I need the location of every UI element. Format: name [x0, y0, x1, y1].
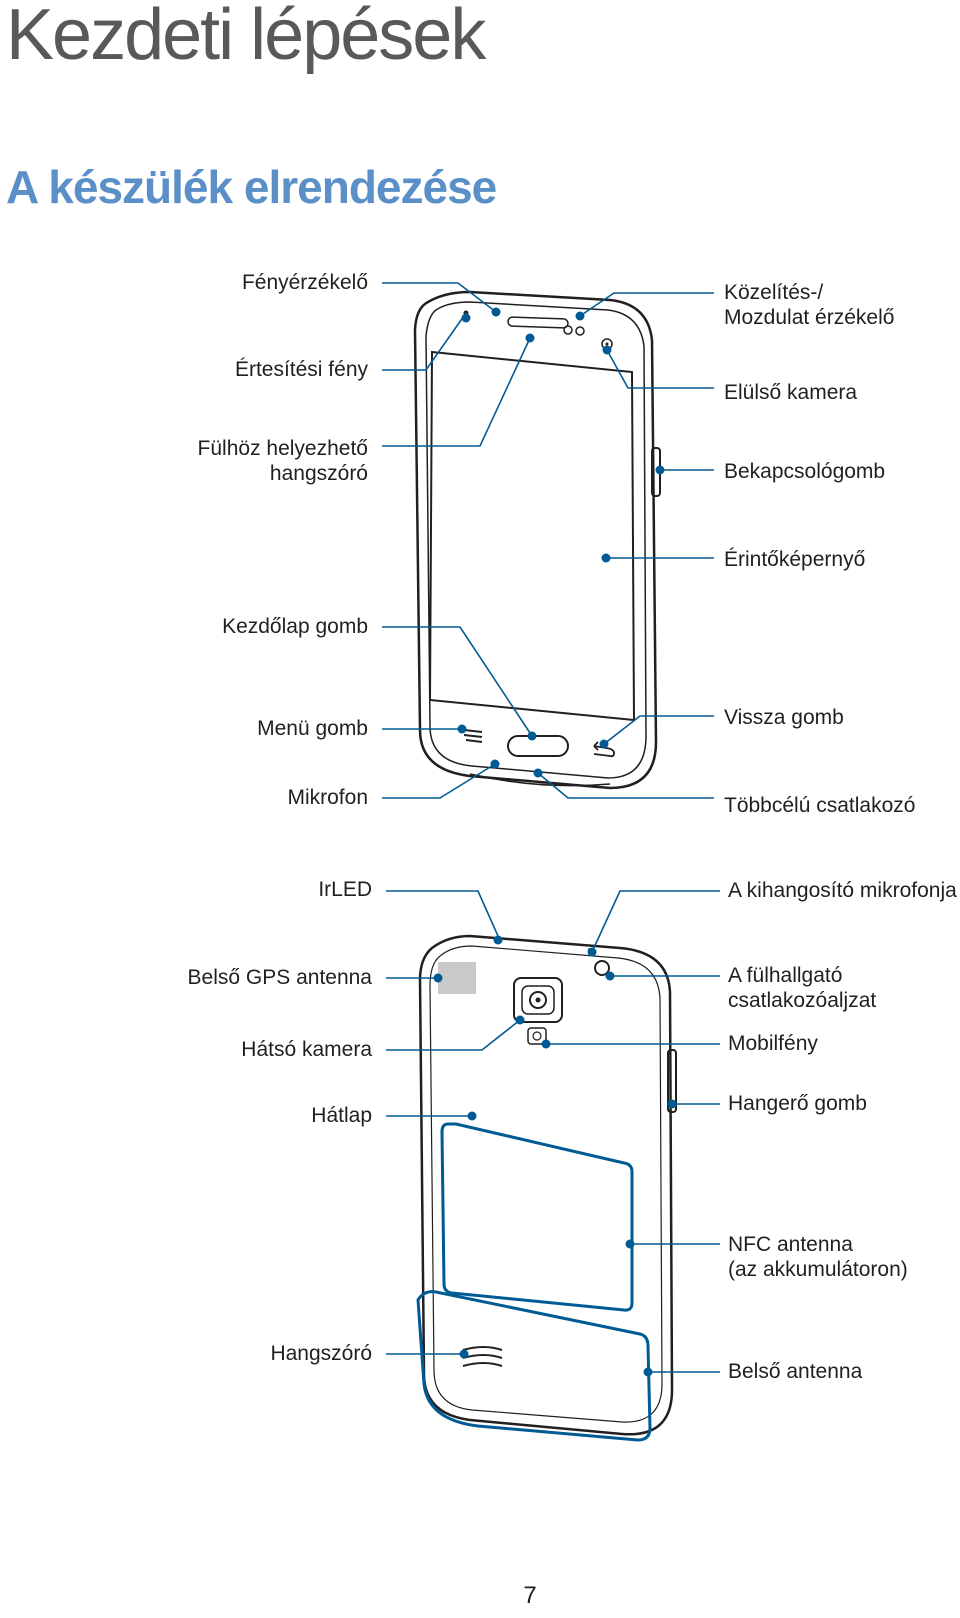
front-callout-dots	[457, 307, 665, 778]
label-notification-light: Értesítési fény	[234, 358, 368, 381]
label-menu-button: Menü gomb	[257, 717, 368, 740]
label-headset-jack-line2: csatlakozóaljzat	[728, 989, 877, 1012]
label-gps-antenna: Belső GPS antenna	[187, 966, 372, 989]
label-front-camera: Elülső kamera	[724, 381, 858, 404]
label-touchscreen: Érintőképernyő	[724, 548, 866, 571]
nfc-antenna-outline	[440, 1122, 634, 1312]
label-nfc-antenna: NFC antenna (az akkumulátoron)	[728, 1232, 908, 1282]
label-flash: Mobilfény	[728, 1032, 818, 1055]
label-earpiece-line2: hangszóró	[269, 462, 368, 485]
label-earpiece-line1: Fülhöz helyezhető	[197, 437, 368, 460]
label-proximity-line2: Mozdulat érzékelő	[724, 306, 895, 329]
label-speaker-mic: A kihangosító mikrofonja	[728, 879, 957, 902]
gps-antenna-patch	[438, 962, 476, 994]
label-home-button: Kezdőlap gomb	[222, 615, 368, 638]
page-number: 7	[523, 1582, 537, 1609]
label-multipurpose-jack: Többcélú csatlakozó	[724, 794, 916, 817]
label-rear-camera: Hátsó kamera	[241, 1038, 372, 1061]
label-speaker: Hangszóró	[270, 1342, 372, 1365]
label-microphone: Mikrofon	[287, 786, 368, 809]
label-proximity-sensor: Közelítés-/ Mozdulat érzékelő	[724, 280, 894, 330]
main-antenna-outline	[416, 1290, 652, 1442]
section-title: A készülék elrendezése	[6, 161, 497, 213]
back-phone-illustration	[418, 934, 677, 1436]
back-callout-lines	[386, 890, 720, 1373]
label-nfc-line1: NFC antenna	[728, 1233, 853, 1256]
label-volume-button: Hangerő gomb	[728, 1092, 867, 1115]
label-power-button: Bekapcsológomb	[724, 460, 886, 483]
label-irled: IrLED	[318, 878, 372, 901]
front-phone-illustration	[413, 290, 661, 790]
label-nfc-line2: (az akkumulátoron)	[728, 1258, 908, 1281]
page-title: Kezdeti lépések	[6, 0, 486, 75]
label-light-sensor: Fényérzékelő	[241, 271, 368, 294]
label-headset-jack: A fülhallgató csatlakozóaljzat	[728, 963, 876, 1013]
label-earpiece: Fülhöz helyezhető hangszóró	[198, 436, 368, 486]
back-callout-dots	[433, 935, 677, 1377]
label-back-button: Vissza gomb	[724, 706, 844, 729]
label-main-antenna: Belső antenna	[728, 1360, 863, 1383]
label-back-cover: Hátlap	[311, 1104, 372, 1127]
label-proximity-line1: Közelítés-/	[724, 281, 824, 304]
label-headset-jack-line1: A fülhallgató	[728, 964, 843, 987]
front-callout-lines	[382, 282, 714, 799]
